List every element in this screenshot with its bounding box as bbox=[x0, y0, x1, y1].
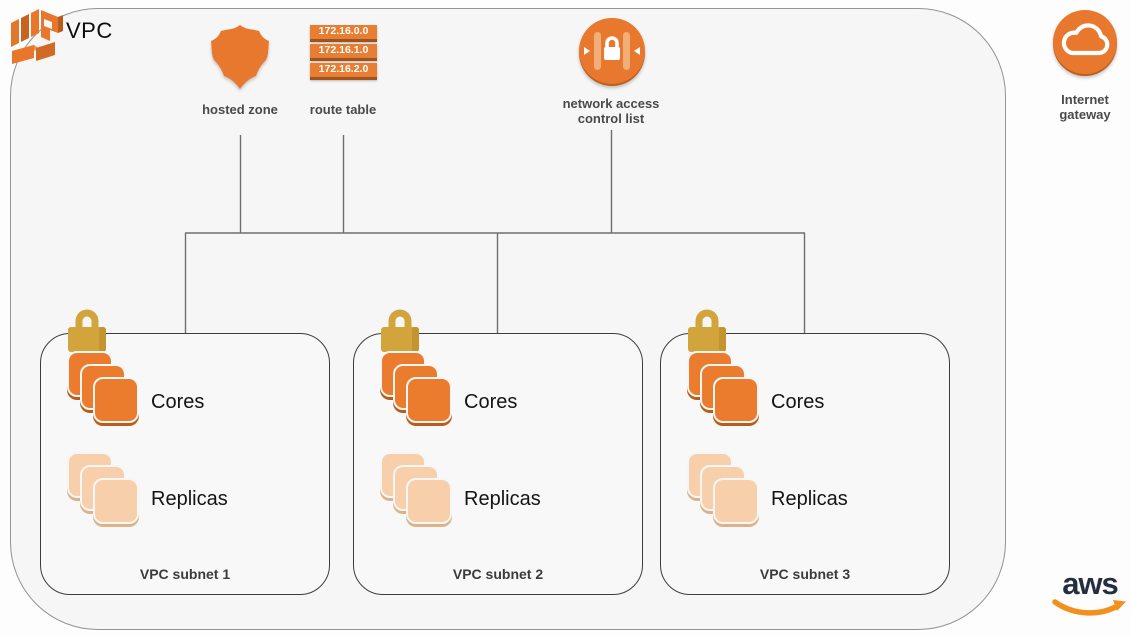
replicas-stack-icon bbox=[67, 452, 141, 526]
aws-smile-icon bbox=[1052, 599, 1126, 616]
vpc-subnet-2: Cores Replicas VPC subnet 2 bbox=[353, 309, 643, 595]
cores-label: Cores bbox=[771, 391, 825, 413]
route-entry: 172.16.2.0 bbox=[310, 63, 377, 80]
replicas-label: Replicas bbox=[464, 488, 541, 510]
cores-label: Cores bbox=[151, 391, 205, 413]
vpc-icon bbox=[11, 9, 63, 64]
network-acl-icon bbox=[579, 18, 645, 86]
internet-gateway-icon bbox=[1053, 10, 1117, 76]
route-table-icon: 172.16.0.0 172.16.1.0 172.16.2.0 bbox=[310, 25, 377, 82]
replicas-stack-icon bbox=[380, 452, 454, 526]
subnet-name: VPC subnet 1 bbox=[139, 566, 231, 582]
cores-stack-icon bbox=[380, 351, 454, 425]
route-entry: 172.16.0.0 bbox=[310, 25, 377, 42]
hosted-zone-label: hosted zone bbox=[202, 102, 278, 117]
cores-label: Cores bbox=[464, 391, 518, 413]
subnet-name: VPC subnet 2 bbox=[452, 566, 544, 582]
cores-stack-icon bbox=[67, 351, 141, 425]
lock-icon bbox=[381, 309, 419, 352]
route-table-label: route table bbox=[309, 102, 377, 117]
replicas-stack-icon bbox=[687, 452, 761, 526]
aws-logo: aws bbox=[1048, 566, 1131, 624]
vpc-subnet-1: Cores Replicas VPC subnet 1 bbox=[40, 309, 330, 595]
lock-icon bbox=[68, 309, 106, 352]
network-acl-label: network access control list bbox=[562, 96, 660, 126]
replicas-label: Replicas bbox=[151, 488, 228, 510]
aws-logo-text: aws bbox=[1062, 566, 1119, 601]
replicas-label: Replicas bbox=[771, 488, 848, 510]
subnet-name: VPC subnet 3 bbox=[759, 566, 851, 582]
internet-gateway-label: Internet gateway bbox=[1059, 92, 1111, 122]
lock-icon bbox=[688, 309, 726, 352]
hosted-zone-shield-icon bbox=[211, 25, 269, 89]
cores-stack-icon bbox=[687, 351, 761, 425]
vpc-title: VPC bbox=[66, 18, 113, 43]
vpc-subnet-3: Cores Replicas VPC subnet 3 bbox=[660, 309, 950, 595]
route-entry: 172.16.1.0 bbox=[310, 44, 377, 61]
